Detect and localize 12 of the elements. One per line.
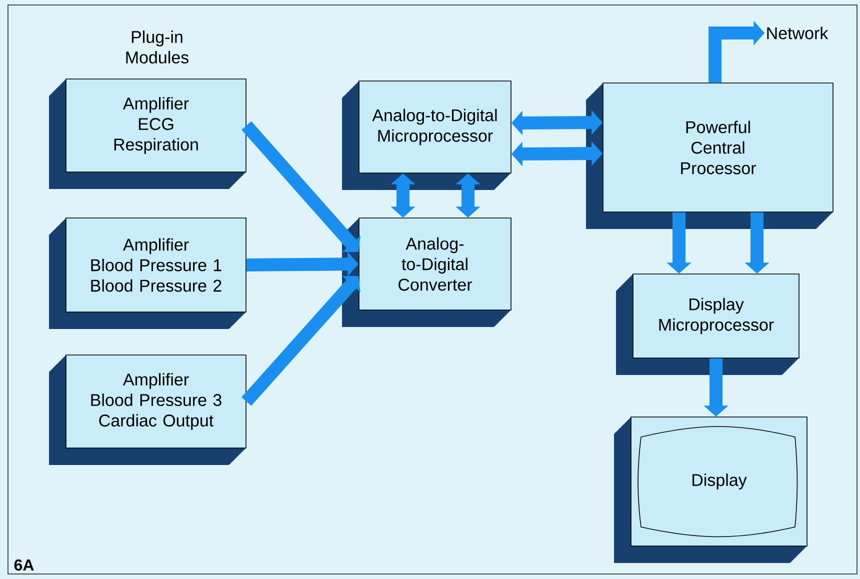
processor-box: Analog-to-Digital Microprocessor xyxy=(342,80,512,190)
module-box: Amplifier ECG Respiration xyxy=(49,78,246,189)
arrow xyxy=(242,121,361,252)
converter-box: Analog-to-Digital Converter xyxy=(342,218,512,327)
processor-box: Powerful Central Processor xyxy=(586,82,834,229)
module-box: Amplifier Blood Pressure 3 Cardiac Output xyxy=(49,354,246,465)
processor-box: Display Microprocessor xyxy=(616,274,800,375)
arrow xyxy=(242,276,360,406)
module-box: Amplifier Blood Pressure 1 Blood Pressure 2 xyxy=(49,218,246,329)
heading: Plug-in Modules xyxy=(126,30,188,64)
figure-number: 6A xyxy=(14,559,34,571)
network-label: Network xyxy=(767,26,828,40)
